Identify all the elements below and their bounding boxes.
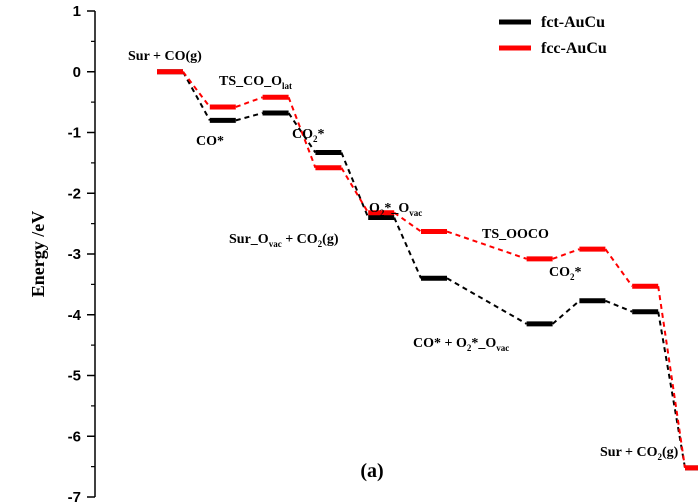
y-tick-label: -5 bbox=[68, 368, 81, 385]
y-tick-label: -2 bbox=[68, 185, 81, 202]
label-sur-co-g: Sur + CO(g) bbox=[128, 49, 202, 64]
series-connector bbox=[182, 71, 211, 121]
series-connector bbox=[552, 248, 580, 260]
y-tick-label: 1 bbox=[73, 3, 81, 20]
series-connector bbox=[604, 248, 634, 287]
series-connector bbox=[235, 112, 263, 122]
label-sur-co2g: Sur + CO2(g) bbox=[600, 445, 679, 462]
series-connector bbox=[287, 112, 317, 154]
series-connector bbox=[393, 211, 422, 233]
y-axis-ticks: 1 0 -1 -2 -3 -4 -5 -6 -7 bbox=[68, 3, 95, 502]
label-co-star: CO* bbox=[196, 134, 224, 149]
legend-label-fct: fct-AuCu bbox=[541, 14, 605, 31]
label-sur-ovac-co2g: Sur_Ovac + CO2(g) bbox=[229, 232, 339, 249]
series-layer bbox=[157, 69, 698, 471]
series-connector bbox=[182, 71, 211, 108]
label-co-o2-ovac: CO* + O2*_Ovac bbox=[413, 336, 509, 353]
series-fcc bbox=[157, 69, 698, 471]
y-tick-label: -6 bbox=[68, 428, 81, 445]
series-connector bbox=[340, 152, 370, 218]
panel-label: (a) bbox=[360, 460, 383, 482]
annotations: Sur + CO(g) CO* TS_CO_Olat CO2* Sur_Ovac… bbox=[128, 49, 679, 462]
series-connector bbox=[551, 300, 581, 325]
label-co2-star-2: CO2* bbox=[549, 265, 582, 282]
label-ts-ooco: TS_OOCO bbox=[482, 227, 549, 242]
y-tick-label: -1 bbox=[68, 125, 81, 142]
series-connector bbox=[605, 299, 633, 313]
y-tick-label: 0 bbox=[73, 64, 81, 81]
label-o2-ovac: O2*_Ovac bbox=[369, 201, 422, 218]
legend: fct-AuCu fcc-AuCu bbox=[499, 14, 607, 57]
y-axis-title: Energy /eV bbox=[28, 211, 48, 297]
series-connector bbox=[235, 96, 263, 108]
series-connector bbox=[287, 96, 317, 169]
series-fct bbox=[157, 69, 698, 471]
label-ts-co-olat: TS_CO_Olat bbox=[219, 74, 292, 91]
y-tick-label: -4 bbox=[68, 307, 82, 324]
series-connector bbox=[393, 217, 422, 279]
label-co2-star-1: CO2* bbox=[292, 127, 325, 144]
y-tick-label: -7 bbox=[68, 489, 81, 502]
series-connector bbox=[446, 277, 528, 325]
series-connector bbox=[657, 286, 686, 468]
y-tick-label: -3 bbox=[68, 246, 81, 263]
legend-label-fcc: fcc-AuCu bbox=[541, 40, 607, 57]
